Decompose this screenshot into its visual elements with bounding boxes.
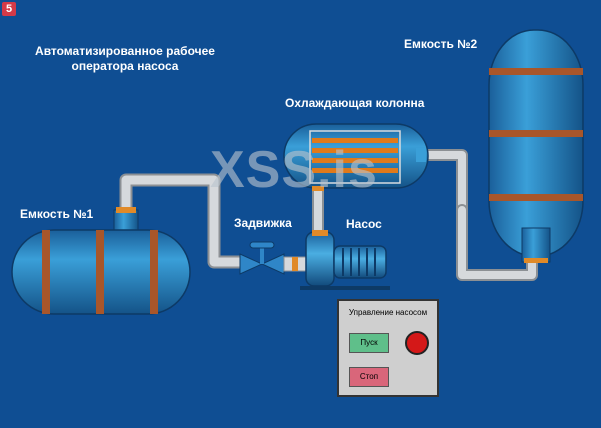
stop-button[interactable]: Стоп <box>349 367 389 387</box>
pump-control-panel: Управление насосом Пуск Стоп <box>337 299 439 397</box>
pump-status-indicator <box>405 331 429 355</box>
cooling-column-label: Охлаждающая колонна <box>285 96 425 110</box>
start-button[interactable]: Пуск <box>349 333 389 353</box>
pipe-tank1-to-valve <box>119 173 247 269</box>
tank-1-label: Емкость №1 <box>20 207 94 221</box>
tank-2-vessel <box>488 29 584 263</box>
pipe-column-to-tank2 <box>418 149 538 281</box>
page-title: Автоматизированное рабочее оператора нас… <box>35 44 215 73</box>
pump-unit <box>300 230 390 290</box>
tank-1-vessel <box>11 207 191 315</box>
page-number-badge: 5 <box>2 2 16 16</box>
valve-label: Задвижка <box>234 216 292 230</box>
watermark-text: XSS.is <box>210 141 378 199</box>
pump-label: Насос <box>346 217 382 231</box>
gate-valve <box>239 241 307 275</box>
control-panel-title: Управление насосом <box>348 308 428 317</box>
cooling-column-vessel <box>283 123 429 191</box>
tank-2-label: Емкость №2 <box>404 37 478 51</box>
